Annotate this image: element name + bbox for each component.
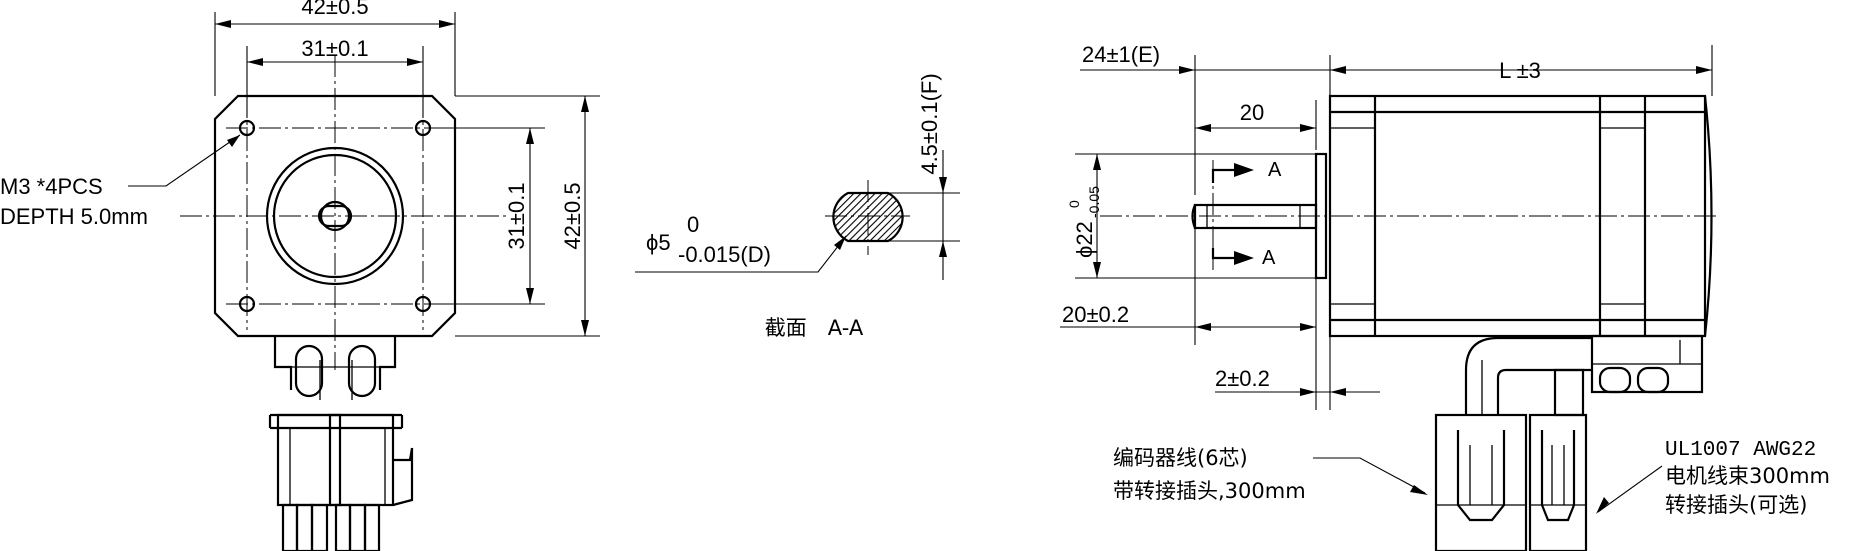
side-view: A A 24±1(E) L ±3 20 ϕ22 xyxy=(1060,42,1830,551)
section-mark-bottom: A xyxy=(1262,247,1276,269)
hole-callout: M3 *4PCS DEPTH 5.0mm xyxy=(0,134,241,229)
front-right-dimensions: 31±0.1 42±0.5 xyxy=(431,95,600,337)
shaft-tol-lower: -0.015(D) xyxy=(678,242,771,267)
encoder-note-line1: 编码器线(6芯) xyxy=(1113,446,1248,470)
shaft-dia-prefix: ϕ5 xyxy=(646,230,671,255)
hole-note-line1: M3 *4PCS xyxy=(0,174,103,199)
section-marks: A A xyxy=(1211,159,1282,270)
dim-height-holes: 31±0.1 xyxy=(504,182,529,249)
section-view: 4.5±0.1(F) ϕ5 0 -0.015(D) 截面 A-A xyxy=(635,73,960,340)
dim-total-length: L ±3 xyxy=(1499,58,1541,83)
side-top-dimensions: 24±1(E) L ±3 20 xyxy=(1080,42,1713,195)
motor-note-line3: 转接插头(可选) xyxy=(1665,493,1807,517)
encoder-cable xyxy=(1464,336,1592,415)
dim-shaft-length: 24±1(E) xyxy=(1082,42,1160,67)
mounting-holes xyxy=(238,119,432,313)
section-mark-top: A xyxy=(1268,159,1282,181)
encoder-connector xyxy=(1434,413,1528,551)
body-connector-block xyxy=(1590,334,1704,394)
pilot-inner-circle xyxy=(272,153,398,279)
front-view: 42±0.5 31±0.1 31±0.1 42±0.5 M3 *4PCS DEP… xyxy=(0,0,600,551)
dim-width-holes: 31±0.1 xyxy=(301,36,368,61)
pilot-outer-circle xyxy=(265,146,405,286)
dim-boss-tol-lower: -0.05 xyxy=(1086,186,1102,218)
dim-shaft-flat: 20 xyxy=(1240,100,1264,125)
shaft-flat xyxy=(317,204,353,228)
encoder-note-line2: 带转接插头,300mm xyxy=(1113,479,1306,503)
dim-flat-length: 20±0.2 xyxy=(1062,302,1129,327)
boss-diameter-dimension: ϕ22 0 -0.05 xyxy=(1066,153,1316,279)
dim-height-outer: 42±0.5 xyxy=(560,182,585,249)
motor-body xyxy=(1328,94,1713,338)
motor-cable xyxy=(1553,368,1585,417)
front-top-dimensions: 42±0.5 31±0.1 xyxy=(214,0,456,118)
front-connector xyxy=(268,336,414,551)
shaft-tol-upper: 0 xyxy=(687,212,699,237)
shaft-section-hatched xyxy=(832,191,904,243)
hole-note-line2: DEPTH 5.0mm xyxy=(0,204,148,229)
dim-width-outer: 42±0.5 xyxy=(301,0,368,19)
dim-flat: 4.5±0.1(F) xyxy=(917,73,942,174)
section-caption: 截面 A-A xyxy=(765,316,864,340)
side-bottom-dimensions: 20±0.2 2±0.2 xyxy=(1060,228,1380,410)
motor-connector xyxy=(1528,413,1588,551)
pilot-boss xyxy=(1314,152,1328,280)
dim-boss-dia: ϕ22 xyxy=(1072,221,1097,258)
cable-notes: 编码器线(6芯) 带转接插头,300mm UL1007 AWG22 电机线束30… xyxy=(1113,439,1830,517)
dim-boss-tol-upper: 0 xyxy=(1066,200,1082,208)
shaft-circle xyxy=(319,200,351,232)
motor-note-line2: 电机线束300mm xyxy=(1665,464,1830,488)
motor-note-line1: UL1007 AWG22 xyxy=(1665,439,1816,462)
dim-boss-height: 2±0.2 xyxy=(1215,366,1270,391)
front-flange-outline xyxy=(213,94,457,338)
